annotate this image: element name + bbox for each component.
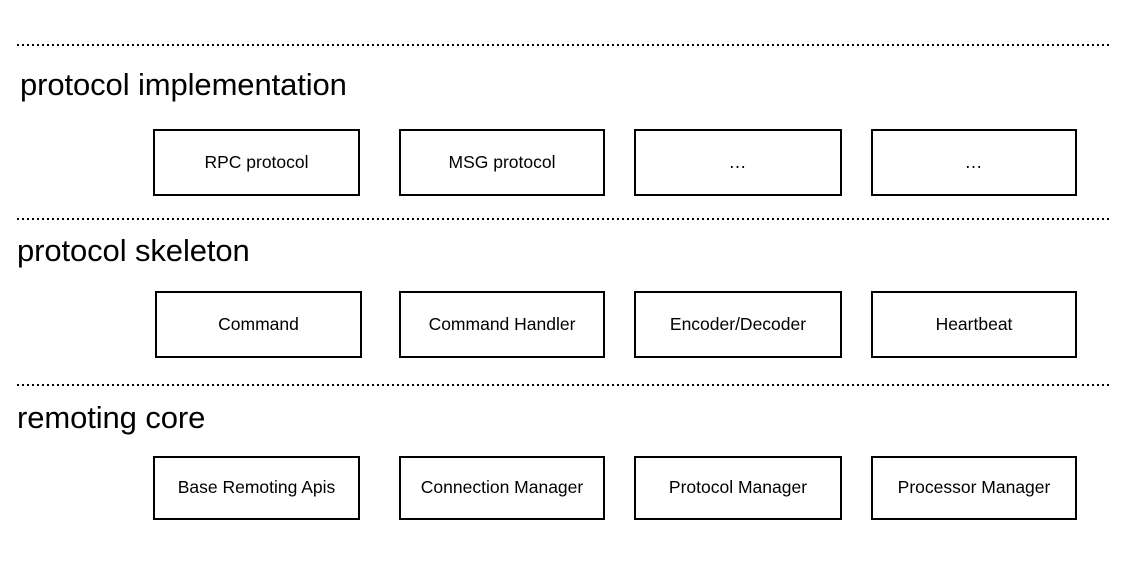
node-label: … — [964, 151, 984, 172]
section-title-protocol-implementation: protocol implementation — [20, 67, 347, 102]
section-title-protocol-skeleton: protocol skeleton — [17, 233, 250, 268]
node-label: Encoder/Decoder — [669, 313, 807, 334]
node-box-placeholder-1[interactable]: … — [634, 129, 842, 196]
node-label: Heartbeat — [935, 313, 1013, 334]
node-label: Processor Manager — [897, 477, 1051, 498]
node-box-rpc-protocol[interactable]: RPC protocol — [153, 129, 360, 196]
node-label: Base Remoting Apis — [177, 477, 336, 498]
node-box-connection-manager[interactable]: Connection Manager — [399, 456, 605, 520]
node-label: MSG protocol — [448, 151, 556, 172]
node-box-heartbeat[interactable]: Heartbeat — [871, 291, 1077, 358]
node-box-processor-manager[interactable]: Processor Manager — [871, 456, 1077, 520]
node-label: Protocol Manager — [668, 477, 808, 498]
node-label: RPC protocol — [204, 151, 309, 172]
section-divider-2 — [17, 218, 1111, 220]
node-box-protocol-manager[interactable]: Protocol Manager — [634, 456, 842, 520]
node-box-placeholder-2[interactable]: … — [871, 129, 1077, 196]
section-divider-3 — [17, 384, 1111, 386]
node-label: … — [728, 151, 748, 172]
node-box-command[interactable]: Command — [155, 291, 362, 358]
node-box-msg-protocol[interactable]: MSG protocol — [399, 129, 605, 196]
node-label: Command — [218, 313, 299, 334]
node-label: Connection Manager — [420, 477, 584, 498]
node-label: Command Handler — [428, 313, 576, 334]
node-box-command-handler[interactable]: Command Handler — [399, 291, 605, 358]
section-divider-1 — [17, 44, 1111, 46]
section-title-remoting-core: remoting core — [17, 400, 206, 435]
node-box-base-remoting-apis[interactable]: Base Remoting Apis — [153, 456, 360, 520]
node-box-encoder-decoder[interactable]: Encoder/Decoder — [634, 291, 842, 358]
